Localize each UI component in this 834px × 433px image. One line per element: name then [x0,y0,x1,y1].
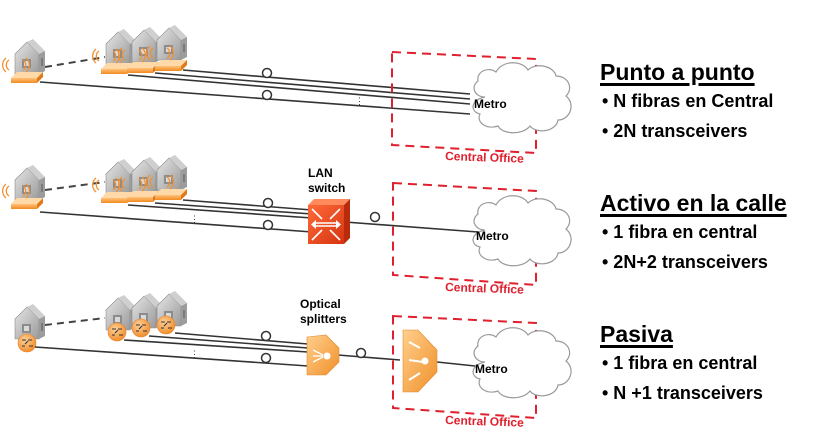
house-icon [156,154,188,191]
metro-label: Metro [476,229,509,243]
house-group [92,154,188,204]
fiber-coil-icon [260,330,272,342]
dashed-link [44,317,106,326]
optical-splitter-icon [306,334,340,376]
house-icon [14,303,46,340]
svg-text:⋮: ⋮ [355,96,364,106]
fiber-lines [39,69,471,115]
central-office-label: Central Office [445,280,524,297]
bullet-item: • 2N transceivers [602,121,748,141]
central-office-box [392,181,537,287]
svg-text:⋮: ⋮ [190,214,199,224]
device-label-line1: LAN [308,166,333,180]
fiber-coil-icon [369,211,381,223]
section-point-to-point-summary: Punto a punto • N fibras en Central • 2N… [600,58,773,146]
house-group [92,24,188,75]
bullet-item: • 1 fibra en central [602,353,758,373]
bullet-item: • 2N+2 transceivers [602,252,768,272]
section-point-to-point-diagram: ⋮ Metro Central Office [2,24,572,166]
central-office-label: Central Office [445,149,524,166]
optical-ont-icon [107,322,127,342]
house-icon [14,164,46,201]
fiber-lines [39,199,479,233]
central-office-label: Central Office [445,413,524,430]
fiber-coil-icon [355,347,367,359]
house-icon [105,28,137,65]
device-label-line2: switch [308,181,345,195]
central-office-box [391,50,537,155]
fiber-coil-icon [262,197,274,209]
optical-ont-icon [156,315,176,335]
section-active-street-diagram: ⋮ LAN switch Metro Central Office [2,154,572,297]
bullet-item: • N +1 transceivers [602,383,763,403]
optical-ont-icon [131,318,151,338]
fiber-coil-icon [260,352,272,364]
device-label-line2: splitters [300,312,347,326]
section-title: Punto a punto [600,59,755,85]
dashed-link [44,181,106,191]
bullet-item: • 1 fibra en central [602,222,758,242]
fiber-coil-icon [262,219,274,231]
dashed-link [44,56,106,68]
optical-splitter-icon [402,329,438,393]
metro-label: Metro [474,97,507,111]
house-icon [105,158,137,195]
house-icon [14,38,46,75]
section-passive-summary: Pasiva • 1 fibra en central • N +1 trans… [600,320,763,408]
central-office-box [392,314,537,420]
svg-text:⋮: ⋮ [190,349,199,359]
optical-ont-icon [17,333,37,353]
metro-label: Metro [475,362,508,376]
section-active-street-summary: Activo en la calle • 1 fibra en central … [600,189,787,277]
fiber-lines [34,332,476,367]
house-group [105,290,188,342]
fiber-coil-icon [261,89,273,101]
lan-switch-icon [308,199,350,244]
device-label-line1: Optical [300,297,341,311]
section-title: Pasiva [600,321,673,347]
section-title: Activo en la calle [600,190,787,216]
bullet-item: • N fibras en Central [602,91,774,111]
section-passive-diagram: ⋮ Optical splitters Metro Central Office [14,290,572,430]
house-icon [156,24,188,61]
fiber-coil-icon [261,67,273,79]
